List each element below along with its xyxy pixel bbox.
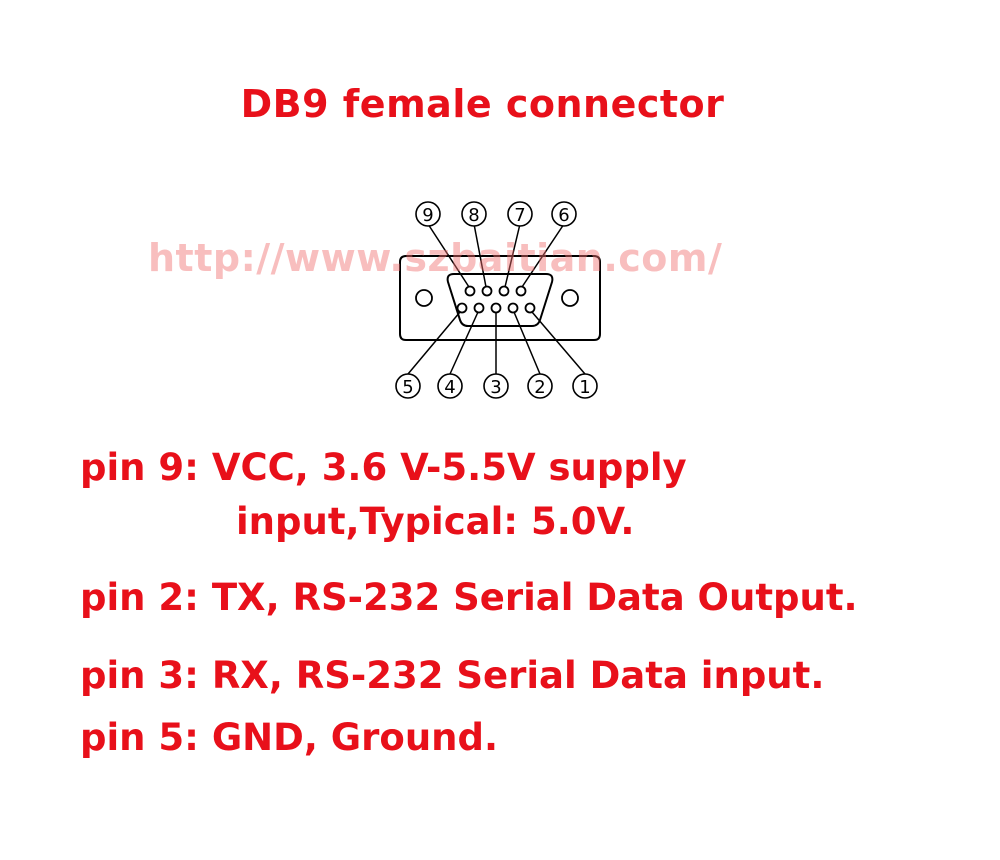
pin-hole-4 — [473, 302, 485, 314]
pin-label-5: 5 — [395, 373, 421, 399]
svg-text:9: 9 — [422, 205, 433, 226]
svg-text:3: 3 — [490, 377, 501, 398]
svg-text:8: 8 — [468, 205, 479, 226]
pin-hole-8 — [481, 285, 493, 297]
pin-9-description: pin 9: VCC, 3.6 V-5.5V supply — [80, 446, 687, 489]
svg-text:1: 1 — [579, 377, 590, 398]
pin-3-description: pin 3: RX, RS-232 Serial Data input. — [80, 654, 825, 697]
pin-label-9: 9 — [415, 201, 441, 227]
pin-label-2: 2 — [527, 373, 553, 399]
svg-text:6: 6 — [558, 205, 569, 226]
connector-d-shape — [446, 273, 554, 327]
db9-connector-diagram: 9 8 7 6 5 4 3 2 1 — [395, 201, 601, 399]
pin-label-1: 1 — [572, 373, 598, 399]
pin-label-4: 4 — [437, 373, 463, 399]
watermark-url: http://www.szbaitian.com/ — [148, 236, 723, 280]
leader-line-9 — [427, 223, 470, 288]
svg-text:7: 7 — [514, 205, 525, 226]
pin-hole-2 — [507, 302, 519, 314]
leader-line-8 — [473, 223, 487, 288]
pin-hole-9 — [464, 285, 476, 297]
leader-line-2 — [513, 311, 541, 375]
svg-text:2: 2 — [534, 377, 545, 398]
pin-hole-3 — [490, 302, 502, 314]
pin-2-description: pin 2: TX, RS-232 Serial Data Output. — [80, 576, 858, 619]
screw-hole-right — [561, 289, 579, 307]
svg-text:5: 5 — [402, 377, 413, 398]
pin-9-description-continued: input,Typical: 5.0V. — [236, 500, 635, 543]
pin-label-7: 7 — [507, 201, 533, 227]
pin-5-description: pin 5: GND, Ground. — [80, 716, 499, 759]
pin-hole-7 — [498, 285, 510, 297]
leader-line-7 — [504, 223, 521, 288]
pin-hole-6 — [515, 285, 527, 297]
pin-hole-5 — [456, 302, 468, 314]
leader-line-4 — [449, 311, 479, 375]
pin-hole-1 — [524, 302, 536, 314]
screw-hole-left — [415, 289, 433, 307]
leader-line-6 — [521, 223, 565, 288]
pin-label-6: 6 — [551, 201, 577, 227]
svg-text:4: 4 — [444, 377, 455, 398]
leader-line-5 — [407, 311, 461, 375]
pin-label-3: 3 — [483, 373, 509, 399]
pin-label-8: 8 — [461, 201, 487, 227]
leader-line-1 — [531, 311, 586, 375]
connector-shell — [399, 255, 601, 341]
diagram-title: DB9 female connector — [240, 82, 725, 126]
